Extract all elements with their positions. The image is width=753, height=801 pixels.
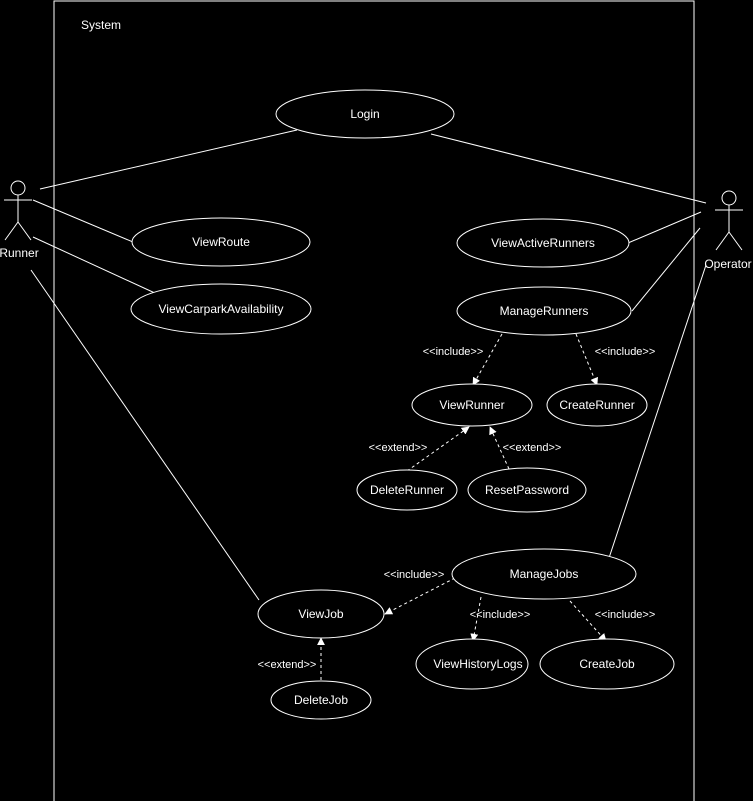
associations <box>30 129 707 601</box>
assoc-runner-viewjob <box>30 269 260 601</box>
use-case-view-route[interactable]: ViewRoute <box>131 217 311 267</box>
actor-operator-label: Operator <box>704 257 751 271</box>
use-case-view-active-runners[interactable]: ViewActiveRunners <box>456 218 630 268</box>
use-case-create-runner-label: CreateRunner <box>559 398 634 412</box>
use-case-login-label: Login <box>350 107 379 121</box>
label-extend-reset-password: <<extend>> <box>503 442 562 454</box>
use-case-view-job[interactable]: ViewJob <box>257 589 385 639</box>
assoc-operator-viewactiverunners <box>627 211 702 244</box>
actor-operator-leg-left <box>715 231 730 251</box>
label-include-create-runner: <<include>> <box>595 346 656 358</box>
dep-managejobs-viewjob <box>384 577 456 615</box>
actor-operator[interactable] <box>715 190 743 251</box>
use-case-view-runner[interactable]: ViewRunner <box>411 383 533 427</box>
assoc-operator-managerunners <box>631 227 701 312</box>
assoc-runner-viewroute <box>32 199 134 243</box>
use-case-delete-runner[interactable]: DeleteRunner <box>356 469 458 511</box>
label-extend-delete-runner: <<extend>> <box>369 442 428 454</box>
use-case-reset-password-label: ResetPassword <box>485 483 569 497</box>
use-case-view-job-label: ViewJob <box>298 607 343 621</box>
use-case-create-runner[interactable]: CreateRunner <box>546 383 648 427</box>
actor-operator-head <box>721 190 737 206</box>
use-case-view-history-logs-label: ViewHistoryLogs <box>433 657 522 671</box>
dep-resetpassword-viewrunner <box>489 426 510 470</box>
actor-operator-leg-right <box>728 231 743 251</box>
relation-labels: <<include>> <<include>> <<extend>> <<ext… <box>258 346 656 671</box>
use-case-login[interactable]: Login <box>275 89 455 139</box>
label-include-view-runner: <<include>> <box>423 346 484 358</box>
dependencies <box>317 333 607 680</box>
use-case-create-job-label: CreateJob <box>579 657 635 671</box>
use-case-delete-runner-label: DeleteRunner <box>370 483 444 497</box>
use-case-view-route-label: ViewRoute <box>192 235 250 249</box>
dep-deleterunner-viewrunner <box>406 426 470 472</box>
use-case-delete-job-label: DeleteJob <box>294 693 348 707</box>
use-case-view-carpark-availability-label: ViewCarparkAvailability <box>159 302 284 316</box>
use-case-view-carpark-availability[interactable]: ViewCarparkAvailability <box>130 283 312 335</box>
actor-runner-leg-right <box>17 221 32 241</box>
dep-managerunners-viewrunner <box>472 333 503 386</box>
actor-runner-leg-left <box>4 221 19 241</box>
use-case-view-active-runners-label: ViewActiveRunners <box>491 236 595 250</box>
label-include-view-job: <<include>> <box>384 569 445 581</box>
actor-runner-head <box>10 180 26 196</box>
system-label: System <box>81 18 121 32</box>
assoc-runner-login <box>39 129 298 190</box>
use-case-create-job[interactable]: CreateJob <box>539 638 675 690</box>
actor-runner[interactable] <box>4 180 32 241</box>
use-case-delete-job[interactable]: DeleteJob <box>270 680 372 720</box>
use-case-manage-runners-label: ManageRunners <box>500 304 589 318</box>
label-extend-delete-job: <<extend>> <box>258 659 317 671</box>
dep-managejobs-viewhistorylogs <box>470 596 482 642</box>
assoc-operator-managejobs <box>608 264 707 559</box>
dep-managejobs-createjob <box>569 600 607 642</box>
assoc-operator-login <box>430 133 707 204</box>
use-case-reset-password[interactable]: ResetPassword <box>467 467 587 513</box>
actor-runner-label: Runner <box>0 246 39 260</box>
label-include-view-history-logs: <<include>> <box>470 609 531 621</box>
use-case-manage-jobs[interactable]: ManageJobs <box>451 548 637 600</box>
use-case-manage-jobs-label: ManageJobs <box>510 567 579 581</box>
use-case-view-runner-label: ViewRunner <box>439 398 504 412</box>
use-case-manage-runners[interactable]: ManageRunners <box>456 286 632 336</box>
use-case-view-history-logs[interactable]: ViewHistoryLogs <box>415 638 529 690</box>
label-include-create-job: <<include>> <box>595 609 656 621</box>
assoc-runner-viewcarpark <box>32 236 158 295</box>
